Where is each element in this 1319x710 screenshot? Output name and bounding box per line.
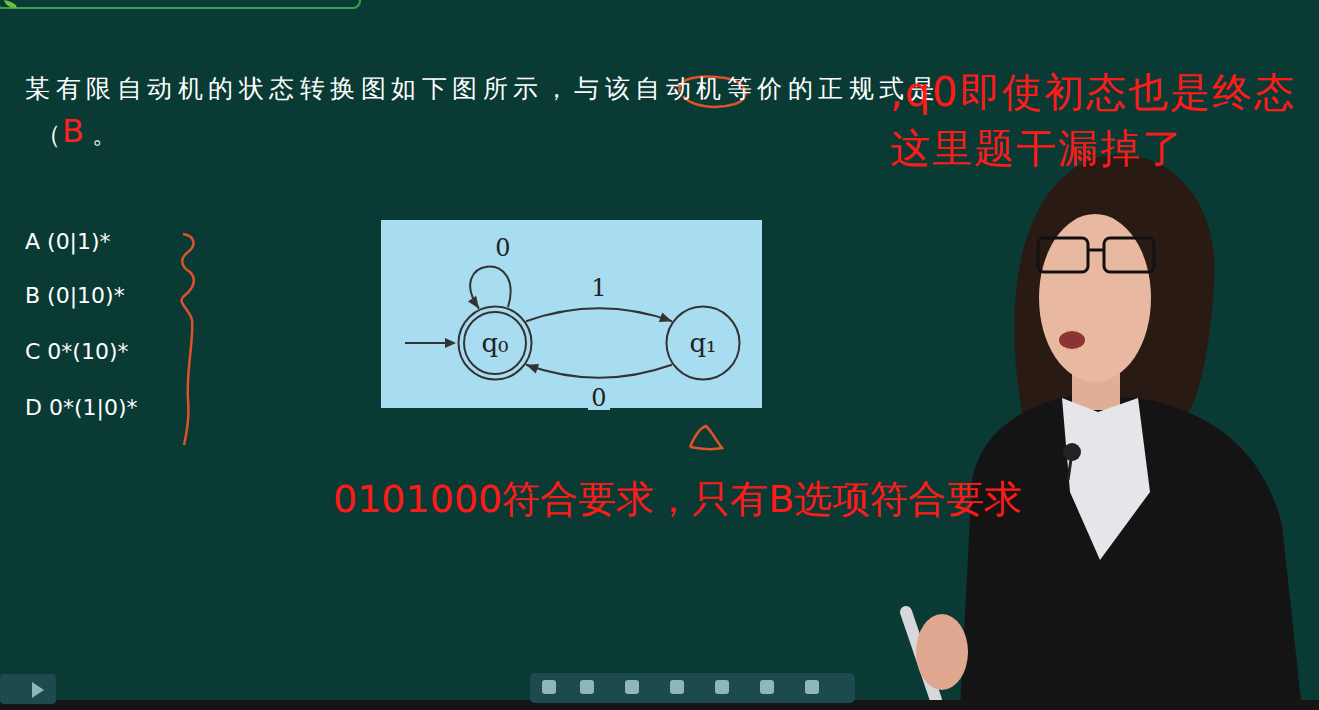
title-tab xyxy=(0,0,360,8)
arrowhead xyxy=(659,312,672,321)
brace-mark xyxy=(182,234,194,445)
play-icon xyxy=(32,682,44,698)
corner-button xyxy=(0,674,56,704)
transition-label: 1 xyxy=(588,276,609,300)
option-text: B (0|10)* xyxy=(25,283,125,308)
option-text: C 0*(10)* xyxy=(25,339,129,364)
bracket-text: （ xyxy=(36,118,61,151)
transition-label: 0 xyxy=(588,386,609,410)
teacher-figure xyxy=(906,155,1302,710)
annotation-note: ,q0即使初态也是终态 这里题干漏掉了 xyxy=(890,64,1312,176)
option-text: D 0*(1|0)* xyxy=(25,395,138,420)
annotation-note: 0101000符合要求，只有B选项符合要求 xyxy=(333,474,1022,525)
leaf-icon xyxy=(4,0,17,8)
arrowhead xyxy=(468,296,479,309)
period-text: 。 xyxy=(92,118,117,151)
toolbar-icons xyxy=(542,680,819,694)
transition-arrow xyxy=(526,308,672,321)
start-arrow xyxy=(405,342,448,344)
start-arrowhead xyxy=(445,338,456,348)
state-name: q₀ xyxy=(481,328,508,358)
state-circle: q₀ xyxy=(457,305,533,381)
transition-arrow xyxy=(526,365,672,378)
option-text: A (0|1)* xyxy=(25,229,111,254)
arrowhead xyxy=(526,364,539,373)
state-circle: q₁ xyxy=(665,305,741,381)
question-text: 某有限自动机的状态转换图如下图所示，与该自动机等价的正规式是 xyxy=(25,72,940,105)
state-name: q₁ xyxy=(689,328,716,358)
answer-mark: B xyxy=(62,112,84,150)
transition-label: 0 xyxy=(492,236,513,260)
video-toolbar xyxy=(530,673,855,703)
diagram-panel xyxy=(381,220,762,408)
triangle-mark xyxy=(690,426,722,449)
